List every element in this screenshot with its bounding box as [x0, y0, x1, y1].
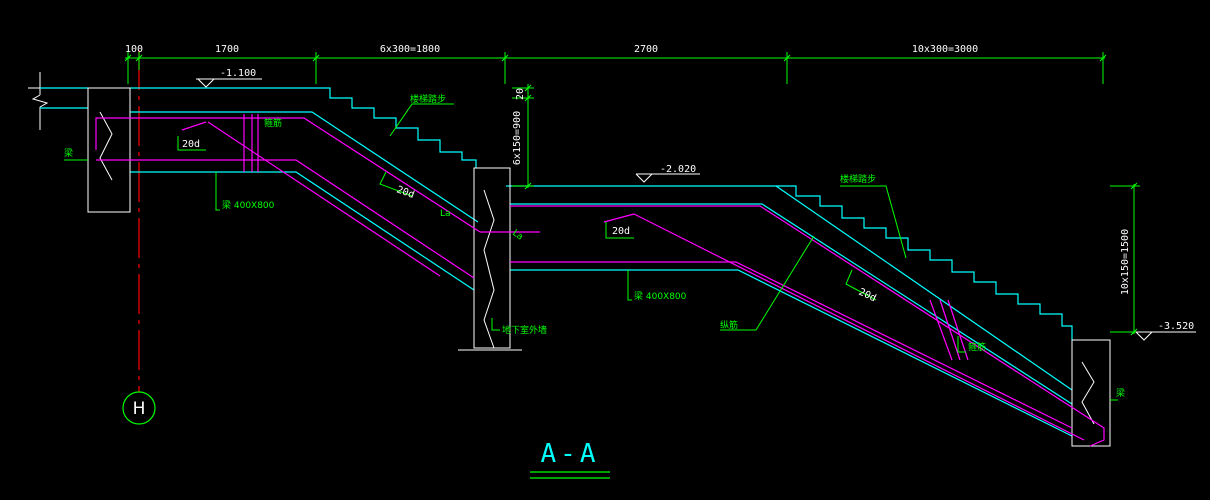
label-20d-1: 20d: [182, 139, 200, 150]
dim-10x300: 10x300=3000: [912, 44, 978, 55]
dim-2700: 2700: [634, 44, 658, 55]
label-20d-3: 20d: [612, 226, 630, 237]
elevation-2: -2.020: [660, 164, 696, 175]
rebar-lines: [95, 114, 1105, 447]
vdim-6x150: 6x150=900: [512, 111, 523, 165]
label-rebar-tag-2: 箍筋: [968, 341, 986, 353]
vdim-10x150: 10x150=1500: [1120, 229, 1131, 295]
label-lower-wall: 地下室外墙: [502, 324, 547, 336]
label-stair-step-1: 楼梯踏步: [410, 93, 446, 105]
slab-outline: [40, 87, 1073, 437]
label-beam-left: 梁: [64, 147, 73, 159]
label-beam-size-1: 梁 400X800: [222, 199, 275, 211]
vertical-dim-right: [1110, 182, 1140, 336]
dim-1700: 1700: [215, 44, 239, 55]
label-20d-2: 20d: [395, 184, 416, 201]
label-20d-4: 20d: [857, 287, 878, 305]
label-la-1: La: [440, 209, 451, 219]
label-stair-step-2: 楼梯踏步: [840, 173, 876, 185]
axis-bubble: [122, 391, 156, 425]
top-dimension-chain: [124, 52, 1107, 84]
label-la-2: La: [510, 228, 524, 242]
label-long-rebar: 纵筋: [720, 319, 738, 331]
axis-label: H: [133, 399, 146, 419]
dim-100: 100: [125, 44, 143, 55]
label-beam-size-2: 梁 400X800: [634, 290, 687, 302]
elevation-marker-1: [196, 78, 262, 88]
elevation-3: -3.520: [1158, 321, 1194, 332]
label-beam-right: 梁: [1116, 387, 1125, 399]
wall-center: [458, 167, 522, 351]
dim-6x300: 6x300=1800: [380, 44, 440, 55]
vertical-dim-center: [512, 84, 534, 190]
label-rebar-tag-1: 箍筋: [264, 117, 282, 129]
leader-lines: [64, 103, 1118, 401]
vdim-20: 20: [515, 88, 526, 100]
section-title: A-A: [541, 439, 600, 469]
beam-left: [87, 87, 131, 213]
elevation-marker-3: [1135, 331, 1196, 341]
elevation-marker-2: [635, 173, 700, 183]
left-wall-break: [28, 72, 49, 130]
elevation-1: -1.100: [220, 68, 256, 79]
